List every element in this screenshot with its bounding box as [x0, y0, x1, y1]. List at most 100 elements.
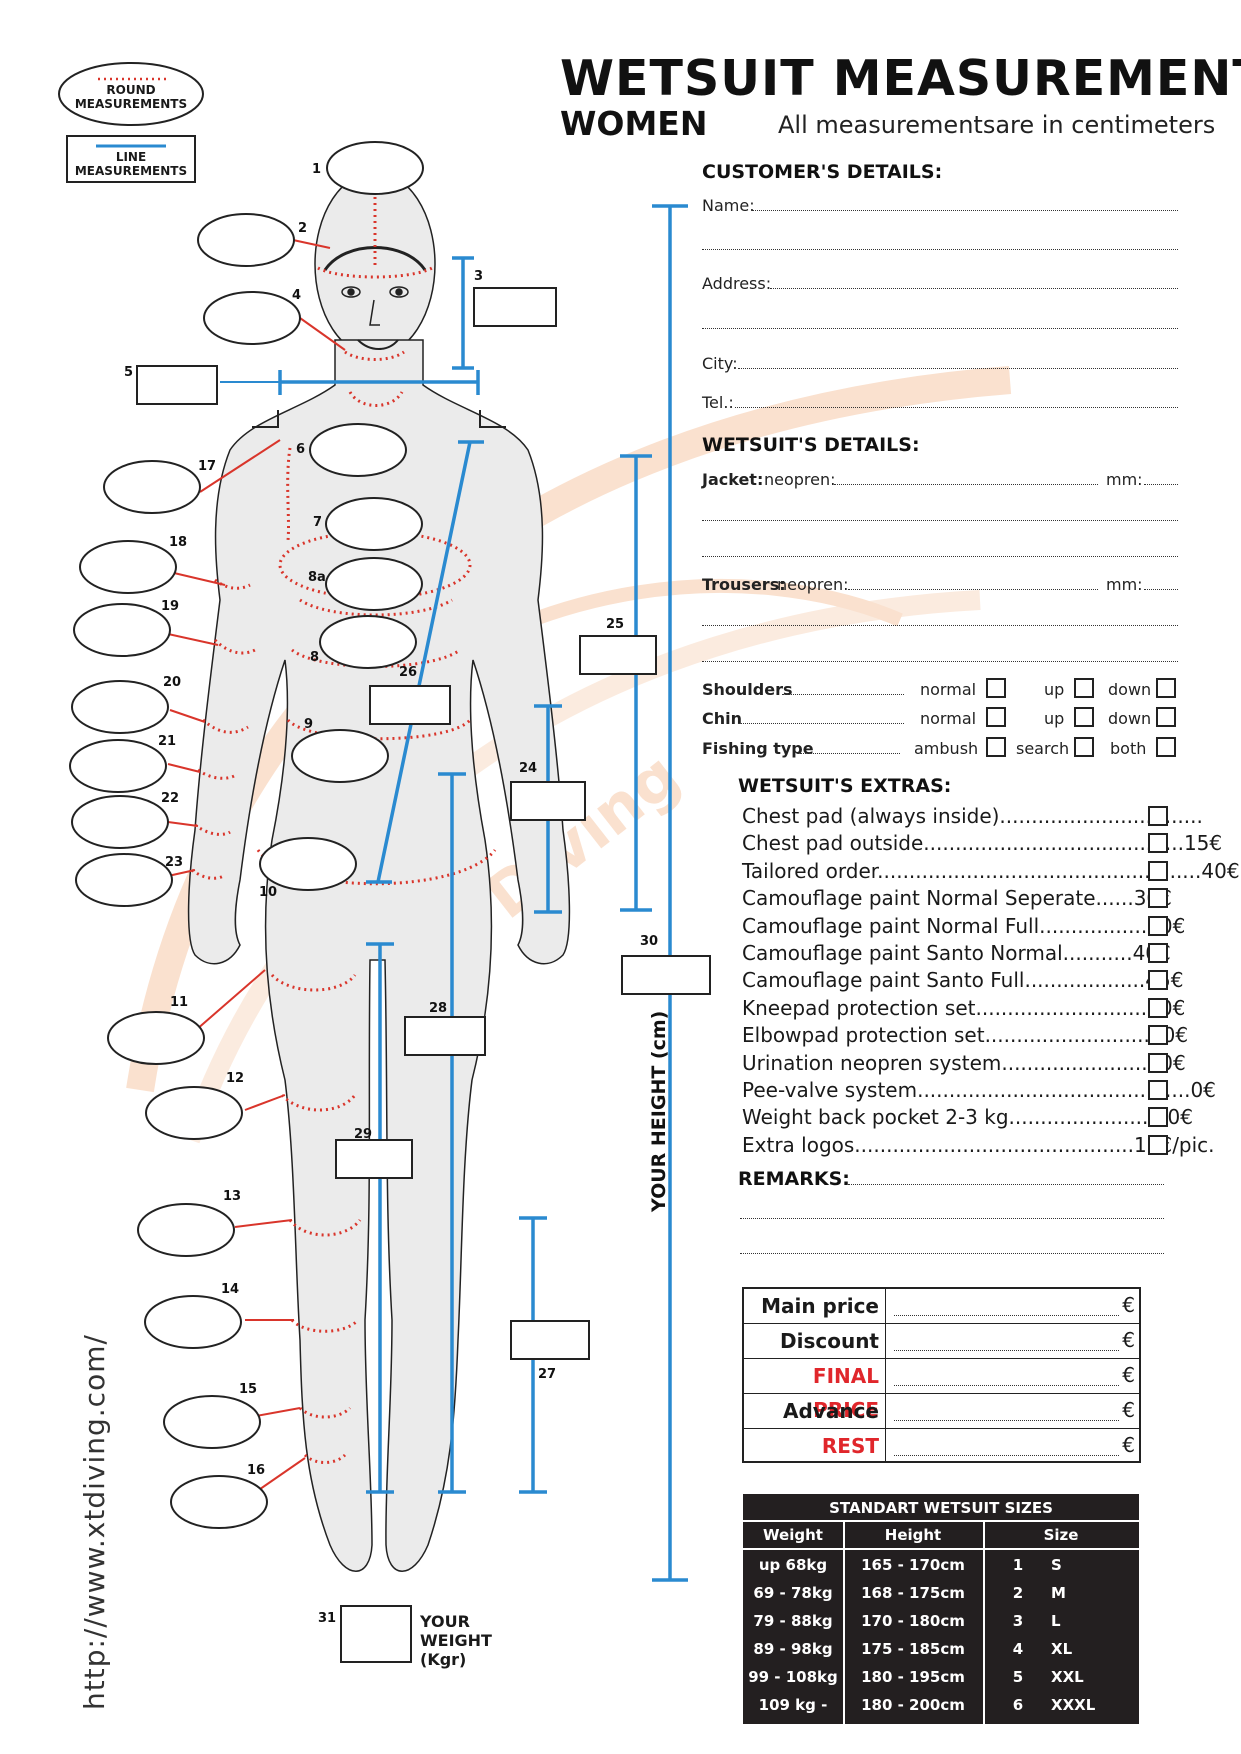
name-field[interactable]: [752, 210, 1178, 211]
num-7: 7: [313, 515, 322, 530]
fishing-type-dots: [800, 753, 900, 754]
measure-box-30: [621, 955, 711, 995]
chin-up-checkbox[interactable]: [1074, 707, 1094, 727]
measure-box-5: [136, 365, 218, 405]
jacket-notes-line1[interactable]: [702, 520, 1178, 521]
measure-ellipse-4: [203, 291, 301, 345]
extra-item-checkbox[interactable]: [1148, 833, 1168, 854]
sizes-table-cell: L: [1051, 1612, 1061, 1630]
price-currency: €: [1122, 1433, 1135, 1457]
sizes-table-cell: 165 - 170cm: [861, 1556, 965, 1574]
extra-item-checkbox[interactable]: [1148, 860, 1168, 881]
trousers-label: Trousers:: [702, 575, 786, 594]
trousers-mm-label: mm:: [1106, 575, 1143, 594]
price-field[interactable]: [894, 1385, 1119, 1386]
extra-item-checkbox[interactable]: [1148, 1052, 1168, 1073]
address-field-line2[interactable]: [702, 328, 1178, 329]
measure-ellipse-12: [145, 1086, 243, 1140]
address-field[interactable]: [770, 288, 1178, 289]
sizes-table-cell: XXXL: [1051, 1696, 1096, 1714]
your-height-label: YOUR HEIGHT (cm): [648, 1010, 670, 1212]
jacket-notes-line2[interactable]: [702, 556, 1178, 557]
measure-ellipse-16: [170, 1475, 268, 1529]
num-4: 4: [292, 288, 301, 303]
extra-item-checkbox[interactable]: [1148, 943, 1168, 963]
fishing-both-checkbox[interactable]: [1156, 737, 1176, 757]
line-measurement-lines: [220, 204, 688, 1582]
trousers-notes-line2[interactable]: [702, 661, 1178, 662]
price-row: REST €: [744, 1429, 1139, 1463]
extra-item-label: Camouflage paint Normal Seperate......30…: [742, 886, 1172, 911]
sizes-table-title: STANDART WETSUIT SIZES: [829, 1499, 1053, 1517]
measure-ellipse-11: [107, 1011, 205, 1065]
price-row: Main price €: [744, 1289, 1139, 1324]
remarks-field-line1[interactable]: [848, 1184, 1164, 1185]
num-27: 27: [538, 1367, 556, 1382]
extra-item-checkbox[interactable]: [1148, 970, 1168, 991]
remarks-field-line2[interactable]: [740, 1218, 1164, 1219]
sizes-table-cell: XL: [1051, 1640, 1073, 1658]
num-21: 21: [158, 734, 176, 749]
city-field[interactable]: [738, 368, 1178, 369]
remarks-field-line3[interactable]: [740, 1253, 1164, 1254]
face: [323, 246, 427, 350]
chin-normal-checkbox[interactable]: [986, 707, 1006, 727]
extra-item-checkbox[interactable]: [1148, 806, 1168, 826]
measure-ellipse-22: [71, 795, 169, 849]
measure-box-25: [579, 635, 657, 675]
price-row: Discount €: [744, 1324, 1139, 1359]
fishing-type-label: Fishing type: [702, 739, 814, 758]
sizes-table-cell: 6: [1012, 1696, 1024, 1714]
jacket-mm-field[interactable]: [1144, 484, 1178, 485]
sizes-table-cell: M: [1051, 1584, 1066, 1602]
measure-box-29: [335, 1139, 413, 1179]
website-url[interactable]: http://www.xtdiving.com/: [78, 1334, 111, 1710]
extra-item-checkbox[interactable]: [1148, 997, 1168, 1018]
sizes-table-cell: 99 - 108kg: [748, 1668, 838, 1686]
price-field[interactable]: [894, 1455, 1119, 1456]
extra-item-checkbox[interactable]: [1148, 1107, 1168, 1128]
tel-field[interactable]: [735, 407, 1178, 408]
sizes-table-cell: XXL: [1051, 1668, 1084, 1686]
trousers-mm-field[interactable]: [1144, 589, 1178, 590]
price-table: Main price € Discount € FINAL PRICE € Ad…: [742, 1287, 1141, 1463]
extra-item-label: Urination neopren system................…: [742, 1050, 1186, 1075]
num-18: 18: [169, 535, 187, 550]
num-12: 12: [226, 1071, 244, 1086]
legend-round-label: ROUND MEASUREMENTS: [74, 83, 188, 111]
fishing-search-checkbox[interactable]: [1074, 737, 1094, 757]
fishing-opt-ambush: ambush: [914, 739, 979, 758]
shoulders-opt-normal: normal: [920, 680, 977, 699]
extra-item-checkbox[interactable]: [1148, 1025, 1168, 1046]
shoulders-down-checkbox[interactable]: [1156, 678, 1176, 698]
extra-item-checkbox[interactable]: [1148, 888, 1168, 909]
chin-down-checkbox[interactable]: [1156, 707, 1176, 727]
num-28: 28: [429, 1001, 447, 1016]
sizes-table-cell: 5: [1012, 1668, 1024, 1686]
trousers-notes-line1[interactable]: [702, 625, 1178, 626]
num-2: 2: [298, 221, 307, 236]
trousers-neopren-field[interactable]: [848, 589, 1098, 590]
city-label: City:: [702, 354, 738, 373]
num-3: 3: [474, 269, 483, 284]
measure-ellipse-8: [319, 615, 417, 669]
shoulders-normal-checkbox[interactable]: [986, 678, 1006, 698]
jacket-neopren-field[interactable]: [834, 484, 1098, 485]
num-5: 5: [124, 365, 133, 380]
fishing-ambush-checkbox[interactable]: [986, 737, 1006, 757]
price-field[interactable]: [894, 1420, 1119, 1421]
measure-box-24: [510, 781, 586, 821]
extra-item-checkbox[interactable]: [1148, 1080, 1168, 1100]
shoulders-label: Shoulders: [702, 680, 793, 699]
shoulders-opt-down: down: [1108, 680, 1152, 699]
extra-item-checkbox[interactable]: [1148, 1134, 1168, 1155]
weight-label-line: (Kgr): [420, 1650, 467, 1669]
price-field[interactable]: [894, 1315, 1119, 1316]
trousers-neopren-label: neopren:: [777, 575, 849, 594]
extra-item-checkbox[interactable]: [1148, 915, 1168, 936]
name-field-line2[interactable]: [702, 249, 1178, 250]
extras-heading: WETSUIT'S EXTRAS:: [738, 775, 952, 797]
extra-item-label: Extra logos.............................…: [742, 1132, 1215, 1157]
shoulders-up-checkbox[interactable]: [1074, 678, 1094, 698]
price-field[interactable]: [894, 1350, 1119, 1351]
